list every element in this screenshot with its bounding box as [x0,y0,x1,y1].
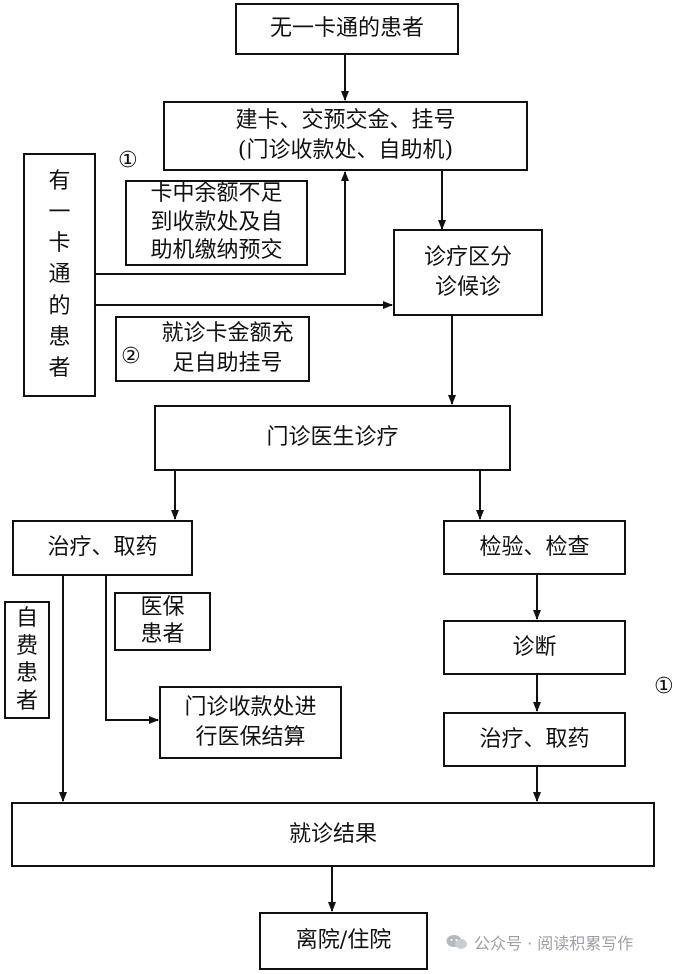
register-label-line2: (门诊收款处、自助机) [237,138,454,163]
treat-right-box: 治疗、取药 [443,712,626,767]
discharge-label: 离院/住院 [295,928,392,954]
has-card-patient-box: 有 一 卡 通 的 患 者 [23,153,96,397]
no-card-patient-label: 无一卡通的患者 [269,16,424,42]
treat-right-label: 治疗、取药 [479,726,590,752]
treat-left-label: 治疗、取药 [47,535,158,561]
insufficient-balance-line: 到收款处及自 [150,209,283,235]
insurance-settlement-line: 行医保结算 [195,724,306,750]
has-card-char: 有 [48,168,71,194]
insufficient-balance-line: 卡中余额不足 [150,181,283,207]
watermark: 公众号 · 阅读积累写作 [446,930,633,954]
doctor-label: 门诊医生诊疗 [266,425,399,451]
insurance-settlement-line: 门诊收款处进 [184,694,317,720]
watermark-text: 公众号 · 阅读积累写作 [474,934,634,953]
insufficient-balance-box: 卡中余额不足 到收款处及自 助机缴纳预交 [125,180,308,266]
sufficient-balance-line: 足自助挂号 [172,351,283,376]
result-label: 就诊结果 [288,821,377,847]
insured-box: 医保 患者 [114,592,211,651]
sufficient-balance-box: 就诊卡金额充 足自助挂号 [115,316,310,382]
self-pay-char: 者 [15,688,38,714]
self-pay-char: 费 [15,633,38,659]
has-card-char: 者 [48,356,71,382]
triage-line: 诊候诊 [434,274,501,300]
register-box: 建卡、交预交金、挂号 (门诊收款处、自助机) [163,101,528,171]
insurance-settlement-box: 门诊收款处进 行医保结算 [159,686,342,759]
no-card-patient-box: 无一卡通的患者 [235,3,459,55]
insured-line: 医保 [140,595,185,621]
path-1-marker-top: ① [118,148,138,173]
self-pay-char: 患 [15,661,38,686]
register-label-line1: 建卡、交预交金、挂号 [235,108,456,134]
path-2-marker: ② [121,344,141,369]
has-card-char: 一 [48,199,71,225]
insufficient-balance-line: 助机缴纳预交 [150,238,283,264]
has-card-char: 卡 [48,231,71,257]
discharge-box: 离院/住院 [259,912,428,970]
path-1-marker-right: ① [654,674,674,699]
sufficient-balance-line: 就诊卡金额充 [161,321,294,347]
diagnosis-label: 诊断 [512,634,557,660]
triage-line: 诊疗区分 [423,244,512,270]
has-card-char: 的 [48,293,71,319]
exam-box: 检验、检查 [443,520,626,575]
treat-left-box: 治疗、取药 [12,520,193,576]
doctor-box: 门诊医生诊疗 [154,405,511,471]
self-pay-box: 自 费 患 者 [4,601,50,719]
arrow-insured-to-settlement [105,575,159,724]
arrow-has-card-to-register [95,171,349,275]
exam-label: 检验、检查 [479,534,590,560]
self-pay-char: 自 [15,606,38,631]
result-box: 就诊结果 [11,802,655,867]
diagnosis-box: 诊断 [443,620,626,675]
has-card-char: 患 [48,324,71,350]
triage-box: 诊疗区分 诊候诊 [393,229,543,316]
wechat-icon [446,934,468,950]
has-card-char: 通 [48,262,71,288]
insured-line: 患者 [140,621,185,647]
